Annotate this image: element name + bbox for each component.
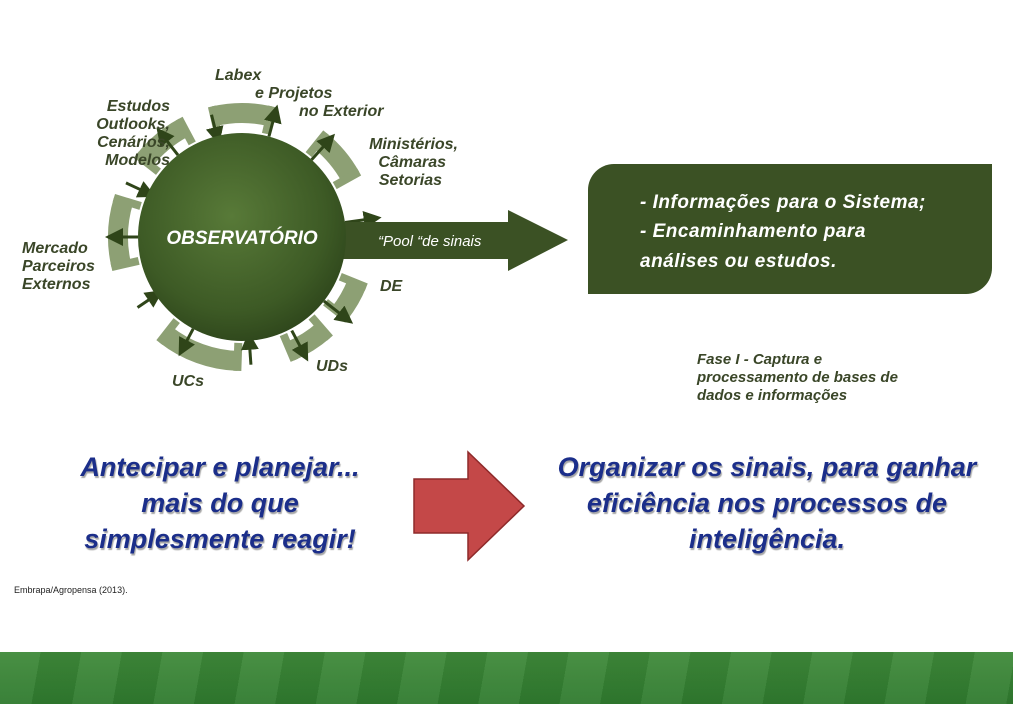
source-citation: Embrapa/Agropensa (2013).	[14, 585, 128, 595]
connector-arrow	[310, 133, 336, 161]
ring-segments	[108, 103, 368, 372]
message-left: Antecipar e planejar... mais do que simp…	[40, 449, 400, 557]
connector-arrow	[344, 210, 382, 229]
node-de: DE	[380, 278, 403, 295]
node-estudos: Estudos Outlooks, Cenários, Modelos	[20, 98, 170, 170]
ring-segment-cap	[175, 116, 196, 146]
node-ministerios-line: Setorias	[378, 172, 442, 189]
node-estudos-line: Modelos	[105, 152, 170, 169]
message-right-line: Organizar os sinais, para ganhar	[557, 452, 977, 482]
node-ministerios: Ministérios, Câmaras Setorias	[320, 136, 458, 190]
info-line: - Encaminhamento para	[640, 221, 866, 242]
phase-line: Fase I - Captura e	[697, 351, 823, 368]
pool-label: “Pool “de sinais	[378, 233, 482, 250]
node-labex: Labex e Projetos no Exterior	[215, 67, 415, 121]
ring-segment-cap	[133, 151, 161, 175]
info-box: - Informações para o Sistema; - Encaminh…	[588, 164, 992, 294]
phase-caption: Fase I - Captura e processamento de base…	[697, 351, 967, 405]
observatory-label: OBSERVATÓRIO	[166, 227, 318, 249]
ring-segment-cap	[279, 333, 299, 362]
node-mercado-line: Parceiros	[22, 258, 95, 275]
connector-arrow	[323, 299, 354, 324]
connector-arrow	[240, 331, 259, 365]
message-left-line: mais do que	[141, 488, 299, 518]
message-right: Organizar os sinais, para ganhar eficiên…	[528, 449, 1006, 557]
node-labex-line: Labex	[215, 67, 262, 84]
ring-segment-cap	[112, 193, 142, 210]
phase-line: processamento de bases de	[697, 369, 898, 386]
node-mercado-line: Externos	[22, 276, 91, 293]
message-left-line: Antecipar e planejar...	[80, 452, 360, 482]
ring-segment-cap	[110, 256, 140, 272]
connector-arrow	[205, 114, 224, 145]
node-estudos-line: Estudos	[106, 98, 170, 115]
node-ministerios-line: Câmaras	[378, 154, 446, 171]
node-uds: UDs	[316, 358, 349, 375]
message-right-line: inteligência.	[688, 524, 846, 554]
connector-arrow	[264, 104, 282, 137]
connector-arrow	[178, 328, 196, 357]
node-estudos-line: Outlooks,	[96, 116, 170, 133]
info-line: análises ou estudos.	[640, 251, 837, 272]
message-left-line: simplesmente reagir!	[84, 524, 356, 554]
ring-segment-cap	[233, 342, 243, 372]
red-arrow	[413, 450, 526, 562]
node-estudos-line: Cenários,	[97, 134, 170, 151]
connector-arrow	[156, 127, 180, 156]
node-labex-line: no Exterior	[299, 103, 384, 120]
observatory-circle	[138, 133, 346, 341]
ring-segment-cap	[338, 272, 368, 291]
ring-segment-cap	[156, 318, 180, 346]
node-mercado: Mercado Parceiros Externos	[22, 240, 132, 294]
node-mercado-line: Mercado	[22, 240, 88, 257]
ring-segment-cap	[308, 314, 333, 341]
info-line: - Informações para o Sistema;	[640, 192, 926, 213]
connector-arrow	[125, 181, 156, 198]
connector-arrow	[136, 290, 164, 309]
ring-segment-cap	[332, 168, 362, 190]
ring-segment-labex	[211, 103, 273, 126]
footer-band	[0, 652, 1013, 704]
node-ucs: UCs	[172, 373, 205, 390]
node-ministerios-line: Ministérios,	[369, 136, 458, 153]
pool-arrow	[335, 210, 568, 271]
connector-arrows	[105, 104, 382, 365]
node-labex-line: e Projetos	[255, 85, 333, 102]
connector-arrow	[290, 329, 309, 362]
phase-line: dados e informações	[697, 387, 848, 404]
message-right-line: eficiência nos processos de	[586, 488, 948, 518]
